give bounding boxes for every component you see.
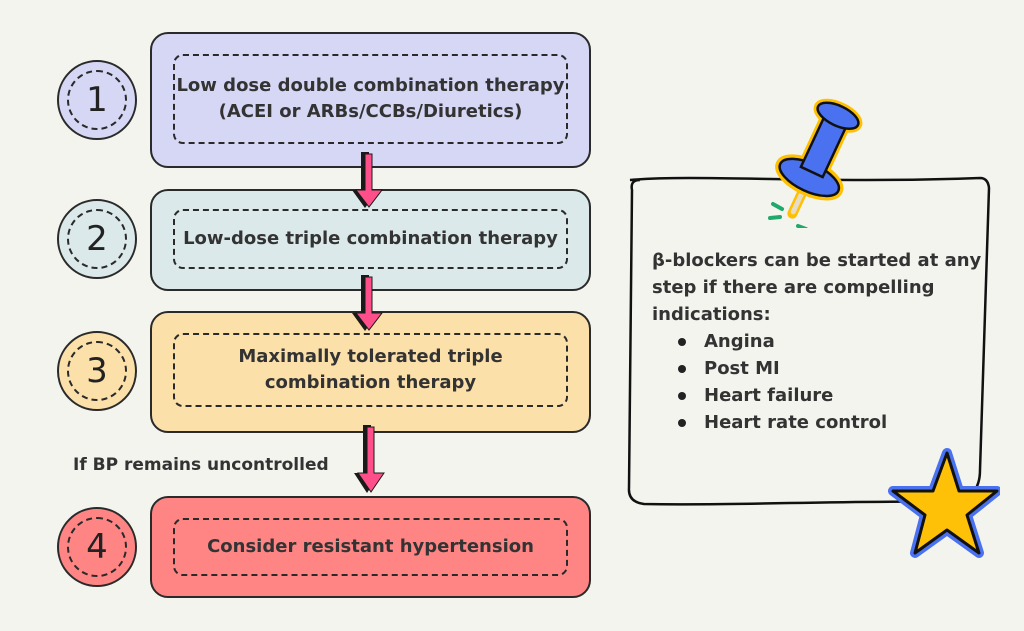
step-1-inner-frame: Low dose double combination therapy (ACE…: [173, 54, 568, 144]
star-icon: [888, 448, 1000, 558]
circle-dashed-ring: [67, 70, 127, 130]
step-2-text: Low-dose triple combination therapy: [183, 228, 558, 249]
bullet-icon: [678, 338, 686, 346]
step-3-circle: 3: [57, 331, 137, 411]
step-4-inner-frame: Consider resistant hypertension: [173, 518, 568, 576]
step-2-circle: 2: [57, 199, 137, 279]
step-1-box: Low dose double combination therapy (ACE…: [150, 32, 591, 168]
list-item: Heart failure: [678, 382, 982, 409]
step-1-circle: 1: [57, 60, 137, 140]
step-4-text: Consider resistant hypertension: [207, 536, 534, 557]
condition-label: If BP remains uncontrolled: [73, 455, 329, 475]
note-body: β-blockers can be started at any step if…: [652, 247, 982, 436]
down-arrow-icon: [352, 275, 384, 331]
list-item: Angina: [678, 328, 982, 355]
bullet-icon: [678, 392, 686, 400]
step-1-text-line1: Low dose double combination therapy: [176, 75, 565, 96]
bullet-icon: [678, 419, 686, 427]
step-3-box: Maximally tolerated triple combination t…: [150, 311, 591, 433]
step-4-circle: 4: [57, 507, 137, 587]
step-4-box: Consider resistant hypertension: [150, 496, 591, 598]
step-1-text-line2: (ACEI or ARBs/CCBs/Diuretics): [218, 101, 523, 122]
step-number: 3: [86, 351, 108, 391]
step-2-box: Low-dose triple combination therapy: [150, 189, 591, 291]
note-intro: β-blockers can be started at any step if…: [652, 250, 982, 325]
circle-dashed-ring: [67, 517, 127, 577]
indications-list: Angina Post MI Heart failure Heart rate …: [652, 328, 982, 436]
bullet-icon: [678, 365, 686, 373]
step-number: 2: [86, 219, 108, 259]
step-number: 4: [86, 527, 108, 567]
push-pin-icon: [768, 98, 863, 228]
step-number: 1: [86, 80, 108, 120]
step-3-text-line2: combination therapy: [264, 372, 477, 393]
step-3-text-line1: Maximally tolerated triple: [238, 346, 503, 367]
step-2-inner-frame: Low-dose triple combination therapy: [173, 209, 568, 269]
step-3-inner-frame: Maximally tolerated triple combination t…: [173, 333, 568, 407]
circle-dashed-ring: [67, 341, 127, 401]
circle-dashed-ring: [67, 209, 127, 269]
list-item: Post MI: [678, 355, 982, 382]
down-arrow-icon: [354, 425, 385, 493]
down-arrow-icon: [352, 152, 384, 208]
list-item: Heart rate control: [678, 409, 982, 436]
